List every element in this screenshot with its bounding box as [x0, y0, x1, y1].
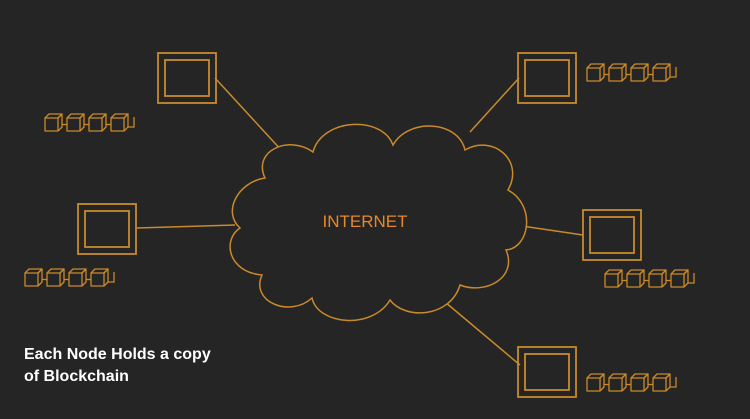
- node-middle-right-block-icon: [648, 269, 667, 288]
- link-middle-left: [136, 224, 236, 229]
- node-top-left-block-icon: [88, 113, 107, 132]
- link-top-left: [214, 77, 284, 153]
- node-top-right-block-icon: [608, 63, 627, 82]
- node-middle-left-block-icon: [68, 268, 87, 287]
- internet-cloud: [229, 123, 528, 322]
- nodes-layer: [24, 52, 695, 398]
- node-top-left: [44, 52, 217, 132]
- node-top-left-block-icon: [44, 113, 63, 132]
- node-middle-left-blockchain: [24, 268, 115, 287]
- node-bottom-right: [517, 346, 677, 398]
- link-bottom-right: [444, 301, 521, 366]
- node-middle-right: [582, 209, 695, 288]
- node-top-left-block-icon: [66, 113, 85, 132]
- node-bottom-right-block-icon: [652, 373, 671, 392]
- node-top-right-computer-icon: [517, 52, 577, 104]
- node-middle-left-block-icon: [46, 268, 65, 287]
- node-top-left-block-icon: [110, 113, 129, 132]
- node-top-right-block-icon: [630, 63, 649, 82]
- node-middle-right-blockchain: [604, 269, 695, 288]
- node-bottom-right-block-icon: [586, 373, 605, 392]
- node-middle-left-computer-icon: [77, 203, 137, 255]
- internet-label: INTERNET: [323, 212, 408, 231]
- node-top-right: [517, 52, 677, 104]
- link-top-right: [469, 77, 520, 133]
- node-top-left-blockchain: [44, 113, 135, 132]
- node-middle-left-block-icon: [90, 268, 109, 287]
- node-bottom-right-block-icon: [608, 373, 627, 392]
- node-bottom-right-block-icon: [630, 373, 649, 392]
- caption-line-2: of Blockchain: [24, 368, 129, 385]
- node-bottom-right-computer-icon: [517, 346, 577, 398]
- node-top-right-block-icon: [586, 63, 605, 82]
- node-middle-right-block-icon: [626, 269, 645, 288]
- node-middle-left-block-icon: [24, 268, 43, 287]
- node-middle-right-block-icon: [604, 269, 623, 288]
- diagram-caption: Each Node Holds a copy of Blockchain: [24, 344, 211, 388]
- caption-line-1: Each Node Holds a copy: [24, 346, 211, 363]
- node-top-left-computer-icon: [157, 52, 217, 104]
- node-middle-right-block-icon: [670, 269, 689, 288]
- node-top-right-blockchain: [586, 63, 677, 82]
- node-bottom-right-blockchain: [586, 373, 677, 392]
- node-top-right-block-icon: [652, 63, 671, 82]
- node-middle-left: [24, 203, 137, 287]
- node-middle-right-computer-icon: [582, 209, 642, 261]
